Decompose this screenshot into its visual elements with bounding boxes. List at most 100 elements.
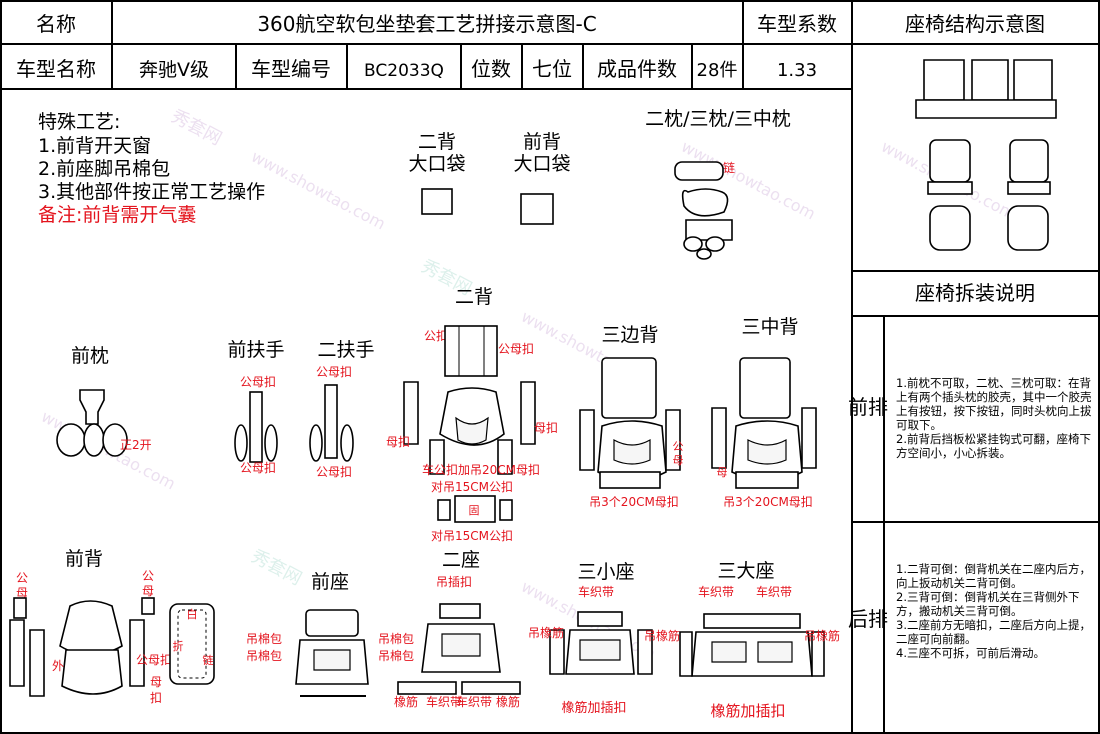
- svg-text:车织带: 车织带: [578, 584, 614, 599]
- disassembly-title: 座椅拆装说明: [915, 281, 1035, 305]
- svg-text:母: 母: [673, 454, 684, 467]
- svg-text:二枕/三枕/三中枕: 二枕/三枕/三中枕: [645, 108, 791, 130]
- front-back: 前背 公 母 公 母 外 公母扣 母 扣 白 折 链: [9, 548, 215, 705]
- armrests: 前扶手 二扶手 公母扣 公母扣 公母扣 公母扣: [227, 339, 374, 479]
- svg-text:公母扣: 公母扣: [240, 375, 276, 389]
- svg-text:公: 公: [16, 571, 28, 585]
- seats-value: 七位: [532, 57, 572, 81]
- front-headrest: 前枕 正2开: [56, 345, 152, 457]
- svg-text:母: 母: [142, 584, 154, 598]
- svg-text:公母扣: 公母扣: [498, 342, 534, 356]
- svg-text:车织带: 车织带: [426, 694, 462, 709]
- model-code: BC2033Q: [364, 61, 444, 81]
- svg-text:公母扣: 公母扣: [136, 653, 172, 667]
- svg-text:橡筋: 橡筋: [496, 694, 520, 709]
- svg-text:吊棉包: 吊棉包: [378, 649, 414, 663]
- svg-text:外: 外: [52, 659, 64, 673]
- seat-structure-sketches: [915, 59, 1057, 251]
- svg-text:二座: 二座: [442, 549, 480, 571]
- svg-text:吊棉包: 吊棉包: [378, 632, 414, 646]
- svg-text:橡筋加插扣: 橡筋加插扣: [561, 700, 626, 716]
- svg-text:吊3个20CM母扣: 吊3个20CM母扣: [589, 495, 679, 509]
- svg-text:母: 母: [717, 466, 728, 479]
- rear-note: 2.三背可倒：倒背机关在三背侧外下方，搬动机关三背可倒。: [896, 590, 1080, 618]
- third-side-back: 三边背 公 母 吊3个20CM母扣: [579, 324, 684, 509]
- svg-text:对吊15CM公扣: 对吊15CM公扣: [431, 480, 513, 494]
- svg-text:吊棉包: 吊棉包: [246, 649, 282, 663]
- svg-text:车织带: 车织带: [456, 694, 492, 709]
- svg-text:公: 公: [142, 569, 154, 583]
- special-item: 2.前座脚吊棉包: [38, 158, 170, 180]
- svg-text:吊棉包: 吊棉包: [246, 632, 282, 646]
- third-small-seat: 三小座 车织带 吊橡筋 吊橡筋 橡筋加插扣: [528, 561, 680, 716]
- special-heading: 特殊工艺:: [38, 111, 120, 133]
- svg-text:公母扣: 公母扣: [316, 465, 352, 479]
- svg-text:三大座: 三大座: [717, 560, 774, 582]
- svg-text:二扶手: 二扶手: [317, 339, 374, 361]
- svg-text:公: 公: [673, 440, 684, 453]
- svg-text:折: 折: [173, 639, 184, 653]
- model-code-label: 车型编号: [251, 57, 331, 81]
- front-seat: 前座 吊棉包 吊棉包 吊棉包 吊棉包: [246, 571, 414, 697]
- second-row-seat: 二座 吊插扣 橡筋 车织带 车织带 橡筋: [394, 549, 521, 709]
- svg-text:大口袋: 大口袋: [408, 153, 465, 175]
- rear-note: 3.二座前方无暗扣，二座后方向上提，二座可向前翻。: [896, 618, 1091, 646]
- special-remark: 备注:前背需开气囊: [38, 204, 196, 226]
- svg-text:前座: 前座: [311, 571, 349, 593]
- pocket-parts: 二背 大口袋 前背 大口袋: [408, 131, 571, 225]
- svg-text:吊插扣: 吊插扣: [436, 575, 472, 589]
- rear-row-label: 后排: [848, 607, 888, 631]
- model-name: 奔驰V级: [139, 59, 209, 81]
- svg-text:吊3个20CM母扣: 吊3个20CM母扣: [723, 495, 813, 509]
- headrest-parts: 二枕/三枕/三中枕 车缝形拉链: [645, 108, 791, 260]
- second-row-back: 二背 公扣 公母扣 母扣 母扣 车公扣加吊20CM母扣 对吊15CM公扣 固 对…: [386, 286, 558, 543]
- front-note: 2.前背后挡板松紧挂钩式可翻，座椅下方空间小，小心拆装。: [896, 432, 1091, 460]
- svg-text:吊橡筋: 吊橡筋: [528, 625, 564, 640]
- name-label: 名称: [36, 12, 76, 36]
- front-row-notes: 1.前枕不可取，二枕、三枕可取：在背上有两个插头枕的胶壳，其中一个胶壳上有按钮，…: [896, 376, 1092, 460]
- svg-text:车公扣加吊20CM母扣: 车公扣加吊20CM母扣: [422, 462, 540, 477]
- svg-text:母扣: 母扣: [534, 421, 558, 435]
- svg-text:公扣: 公扣: [424, 329, 448, 343]
- svg-text:橡筋加插扣: 橡筋加插扣: [710, 702, 785, 720]
- watermark-text: 秀套网: [168, 106, 226, 150]
- seats-label: 位数: [471, 57, 511, 81]
- svg-text:车织带: 车织带: [698, 584, 734, 599]
- svg-text:三中背: 三中背: [741, 316, 798, 338]
- svg-text:固: 固: [469, 504, 480, 517]
- third-middle-back: 三中背 母 吊3个20CM母扣: [711, 316, 817, 509]
- svg-text:扣: 扣: [150, 691, 162, 705]
- svg-text:公母扣: 公母扣: [240, 461, 276, 475]
- coef-value: 1.33: [777, 60, 817, 81]
- svg-text:链: 链: [203, 653, 214, 667]
- rear-note: 1.二背可倒：倒背机关在二座内后方，向上扳动机关二背可倒。: [896, 562, 1091, 590]
- rear-note: 4.三座不可拆，可前后滑动。: [896, 646, 1045, 660]
- svg-text:母: 母: [16, 586, 28, 600]
- svg-text:二背: 二背: [455, 286, 493, 308]
- svg-text:前枕: 前枕: [71, 345, 109, 367]
- svg-text:对吊15CM公扣: 对吊15CM公扣: [431, 529, 513, 543]
- svg-text:前背: 前背: [523, 131, 561, 153]
- special-item: 1.前背开天窗: [38, 135, 151, 157]
- pieces-label: 成品件数: [597, 57, 677, 81]
- page-title: 360航空软包坐垫套工艺拼接示意图-C: [257, 12, 596, 36]
- svg-text:三小座: 三小座: [577, 561, 634, 583]
- model-name-label: 车型名称: [16, 57, 96, 81]
- svg-text:母扣: 母扣: [386, 435, 410, 449]
- front-row-label-1: 前排: [848, 395, 888, 419]
- svg-text:公母扣: 公母扣: [316, 365, 352, 379]
- svg-text:吊橡筋: 吊橡筋: [644, 628, 680, 643]
- special-item: 3.其他部件按正常工艺操作: [38, 181, 265, 203]
- svg-text:正2开: 正2开: [120, 438, 152, 452]
- svg-text:白: 白: [187, 607, 198, 621]
- svg-text:车织带: 车织带: [756, 584, 792, 599]
- svg-text:前扶手: 前扶手: [227, 339, 284, 361]
- svg-text:二背: 二背: [418, 131, 456, 153]
- watermark-url: www.showtao.com: [248, 147, 389, 234]
- pieces-value: 28件: [697, 60, 738, 81]
- watermark-text: 秀套网: [248, 546, 306, 590]
- svg-text:前背: 前背: [65, 548, 103, 570]
